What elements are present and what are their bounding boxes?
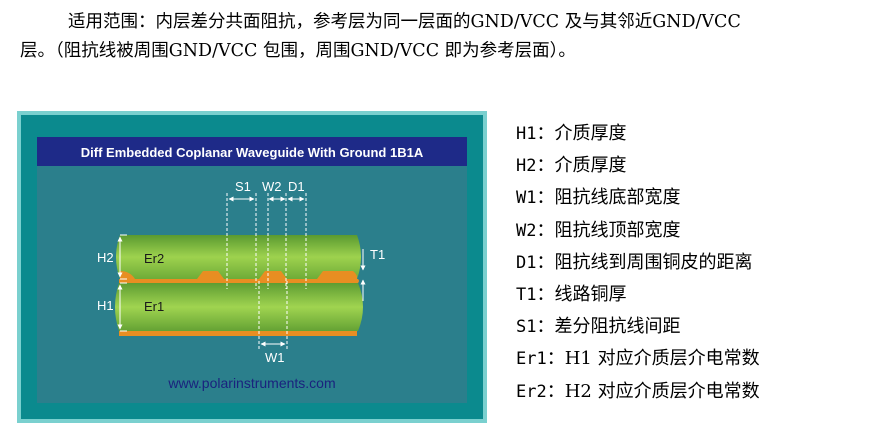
label-d1: D1 xyxy=(288,179,305,194)
label-h2: H2 xyxy=(97,250,114,265)
figure-url: www.polarinstruments.com xyxy=(167,375,335,391)
dielectric-er2 xyxy=(116,235,361,279)
stackup-diagram: Diff Embedded Coplanar Waveguide With Gr… xyxy=(17,111,487,423)
definition-item: W1：阻抗线底部宽度 xyxy=(516,187,681,209)
definition-item: D1：阻抗线到周围铜皮的距离 xyxy=(516,251,753,273)
definition-item: Er2：H2 对应介质层介电常数 xyxy=(516,380,760,402)
intro-line-1: 适用范围：内层差分共面阻抗，参考层为同一层面的GND/VCC 及与其邻近GND/… xyxy=(68,12,741,32)
label-t1: T1 xyxy=(370,247,385,262)
trace-copper-1 xyxy=(197,271,224,279)
ground-copper-left xyxy=(120,271,135,279)
label-er1: Er1 xyxy=(144,299,164,314)
definition-item: S1：差分阻抗线间距 xyxy=(516,316,681,338)
label-w2: W2 xyxy=(262,179,282,194)
definition-item: T1：线路铜厚 xyxy=(516,283,627,305)
definition-list: H1：介质厚度 H2：介质厚度 W1：阻抗线底部宽度 W2：阻抗线顶部宽度 D1… xyxy=(516,118,760,408)
intro-line-2: 层。（阻抗线被周围GND/VCC 包围，周围GND/VCC 即为参考层面）。 xyxy=(20,41,576,61)
dielectric-er1 xyxy=(115,283,363,331)
bottom-copper-plane xyxy=(119,331,357,336)
definition-item: W2：阻抗线顶部宽度 xyxy=(516,219,681,241)
definition-item: H2：介质厚度 xyxy=(516,155,627,177)
trace-copper-2 xyxy=(259,271,287,279)
ground-copper-right xyxy=(317,271,358,279)
mid-copper-plane xyxy=(119,279,359,283)
definition-item: H1：介质厚度 xyxy=(516,123,627,144)
label-er2: Er2 xyxy=(144,251,164,266)
intro-text: 适用范围：内层差分共面阻抗，参考层为同一层面的GND/VCC 及与其邻近GND/… xyxy=(20,8,876,66)
definition-item: Er1：H1 对应介质层介电常数 xyxy=(516,348,760,370)
label-s1: S1 xyxy=(235,179,251,194)
stackup-figure: Diff Embedded Coplanar Waveguide With Gr… xyxy=(17,111,487,423)
title-bar xyxy=(37,137,467,166)
figure-title: Diff Embedded Coplanar Waveguide With Gr… xyxy=(81,145,424,160)
label-h1: H1 xyxy=(97,298,114,313)
label-w1: W1 xyxy=(265,350,285,365)
